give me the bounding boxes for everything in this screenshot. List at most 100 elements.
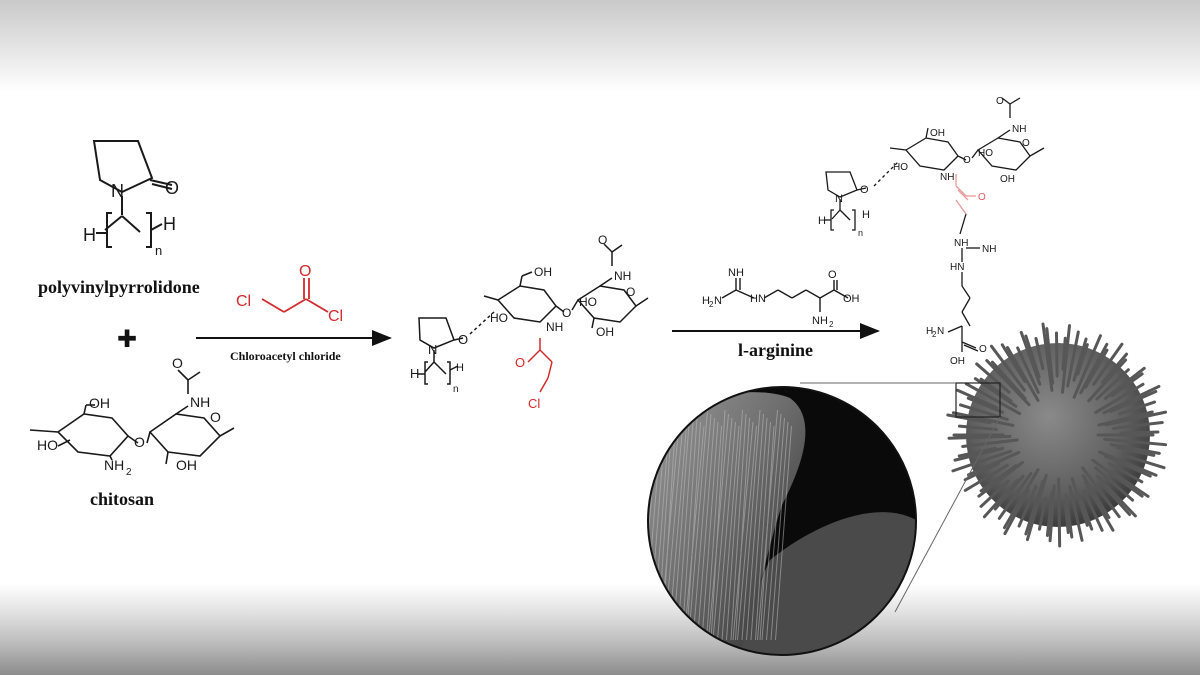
microsphere-spike (1121, 453, 1166, 470)
microsphere-spike (966, 396, 1004, 414)
microsphere-spike (977, 461, 1024, 498)
microsphere-spike (1061, 336, 1067, 371)
microsphere-spike (1045, 327, 1055, 385)
product-ho: HO (893, 162, 908, 173)
microsphere-spike (997, 471, 1033, 520)
intermediate-red-cl: Cl (528, 396, 540, 411)
product-pvp-h-left: H (818, 215, 826, 227)
chitosan-nh2: NH (104, 457, 124, 473)
sem-streak (677, 413, 694, 641)
bottom-gradient-band (0, 583, 1200, 675)
sem-streak (721, 425, 740, 641)
microsphere-spike (957, 446, 997, 458)
microsphere-spike (957, 424, 998, 431)
product-carboxyl-o: O (979, 344, 987, 355)
microsphere-spike (1003, 488, 1030, 536)
microsphere-spike (1103, 366, 1146, 400)
intermediate-bridge-o: O (562, 306, 571, 320)
microsphere-spike (982, 478, 1019, 519)
sem-streak (755, 421, 771, 641)
product-oh-bottom: OH (1000, 174, 1015, 185)
microsphere-spike (1045, 491, 1054, 537)
product-oh: OH (950, 356, 965, 367)
sem-streak (770, 421, 789, 641)
product-nh-top: NH (1012, 124, 1026, 135)
product-ho-right: HO (978, 148, 993, 159)
pvp-atom-h-left: H (83, 225, 96, 245)
product-linker-o: O (978, 192, 986, 203)
arginine-h2n: H (702, 295, 710, 307)
plus-sign: ✚ (117, 326, 137, 353)
chitosan-label: chitosan (90, 489, 154, 509)
microsphere-spike (1108, 462, 1144, 484)
pvp-atom-o: O (165, 178, 179, 198)
intermediate-red-o: O (515, 355, 525, 370)
microsphere-spike (1103, 437, 1168, 447)
microsphere-spike (1003, 468, 1040, 530)
microsphere-spike (1095, 368, 1130, 401)
chitosan-bridge-o: O (134, 434, 145, 450)
microsphere-spike (1098, 450, 1158, 477)
microsphere-spike (1081, 474, 1111, 520)
intermediate-ho-right: HO (579, 295, 597, 309)
microsphere-spike (963, 462, 1001, 482)
sem-streak (688, 409, 708, 641)
sem-streak (681, 417, 698, 641)
pvp-atom-h-right: H (163, 214, 176, 234)
microsphere-spike (1006, 346, 1040, 402)
sem-streak (746, 413, 764, 641)
microsphere-spike (1024, 480, 1045, 536)
intermediate-nh-top: NH (614, 269, 631, 283)
intermediate-pvp-n-sub: n (453, 384, 459, 395)
chitosan-ring-1 (56, 413, 130, 457)
pvp-structure (92, 140, 173, 248)
microsphere-spike (1092, 342, 1124, 386)
microsphere-spike (964, 382, 1022, 416)
microsphere-spike (1099, 481, 1132, 517)
sem-streak (712, 417, 733, 641)
sem-streak (683, 425, 705, 641)
chitosan-oh-bottom: OH (176, 457, 197, 473)
microsphere-spike (1081, 466, 1121, 519)
product-pvp-o: O (860, 184, 869, 196)
sem-streak (706, 425, 722, 641)
microsphere-spike (947, 434, 1012, 440)
microsphere-spike (1101, 352, 1129, 384)
intermediate-oh-bottom: OH (596, 325, 614, 339)
microsphere-spike (1082, 489, 1104, 532)
microsphere-spike (1079, 498, 1094, 531)
sem-streak (757, 409, 778, 641)
microsphere-spike (1057, 477, 1062, 548)
product-h2n-n: N (937, 326, 944, 337)
sem-streak (730, 413, 747, 641)
product-pvp-n: N (835, 193, 843, 205)
microsphere-spike (946, 413, 992, 425)
microsphere-spike (1084, 348, 1109, 389)
microsphere-spike (1016, 346, 1040, 394)
microsphere-spike (1112, 420, 1164, 430)
pvp-carbonyl-bond (149, 179, 173, 186)
microsphere-spike (989, 344, 1026, 392)
sem-streak (686, 421, 701, 641)
product-acetyl-o: O (996, 96, 1004, 107)
arginine-structure (721, 278, 849, 312)
intermediate-oh-top: OH (534, 265, 552, 279)
sem-streak (710, 409, 726, 641)
sem-streak (737, 425, 757, 641)
intermediate-pvp-o: O (458, 332, 468, 347)
sem-streak (761, 413, 782, 641)
microsphere-spike (963, 463, 1009, 492)
microsphere-spike (1104, 410, 1168, 427)
product-bridge-o: O (963, 155, 971, 166)
pvp-atom-n: N (111, 181, 124, 201)
chloroacetyl-chloride-structure (261, 278, 329, 313)
arginine-h2n-n: N (714, 295, 722, 307)
microsphere-spike (1025, 473, 1048, 542)
microsphere-spike (1034, 336, 1045, 371)
microsphere-spike (990, 360, 1027, 401)
microsphere-spike (975, 362, 1011, 394)
pvp-label: polyvinylpyrrolidone (38, 277, 200, 297)
sem-streak (732, 421, 754, 641)
arginine-o: O (828, 269, 837, 281)
reagent1-cl-left: Cl (236, 293, 251, 310)
